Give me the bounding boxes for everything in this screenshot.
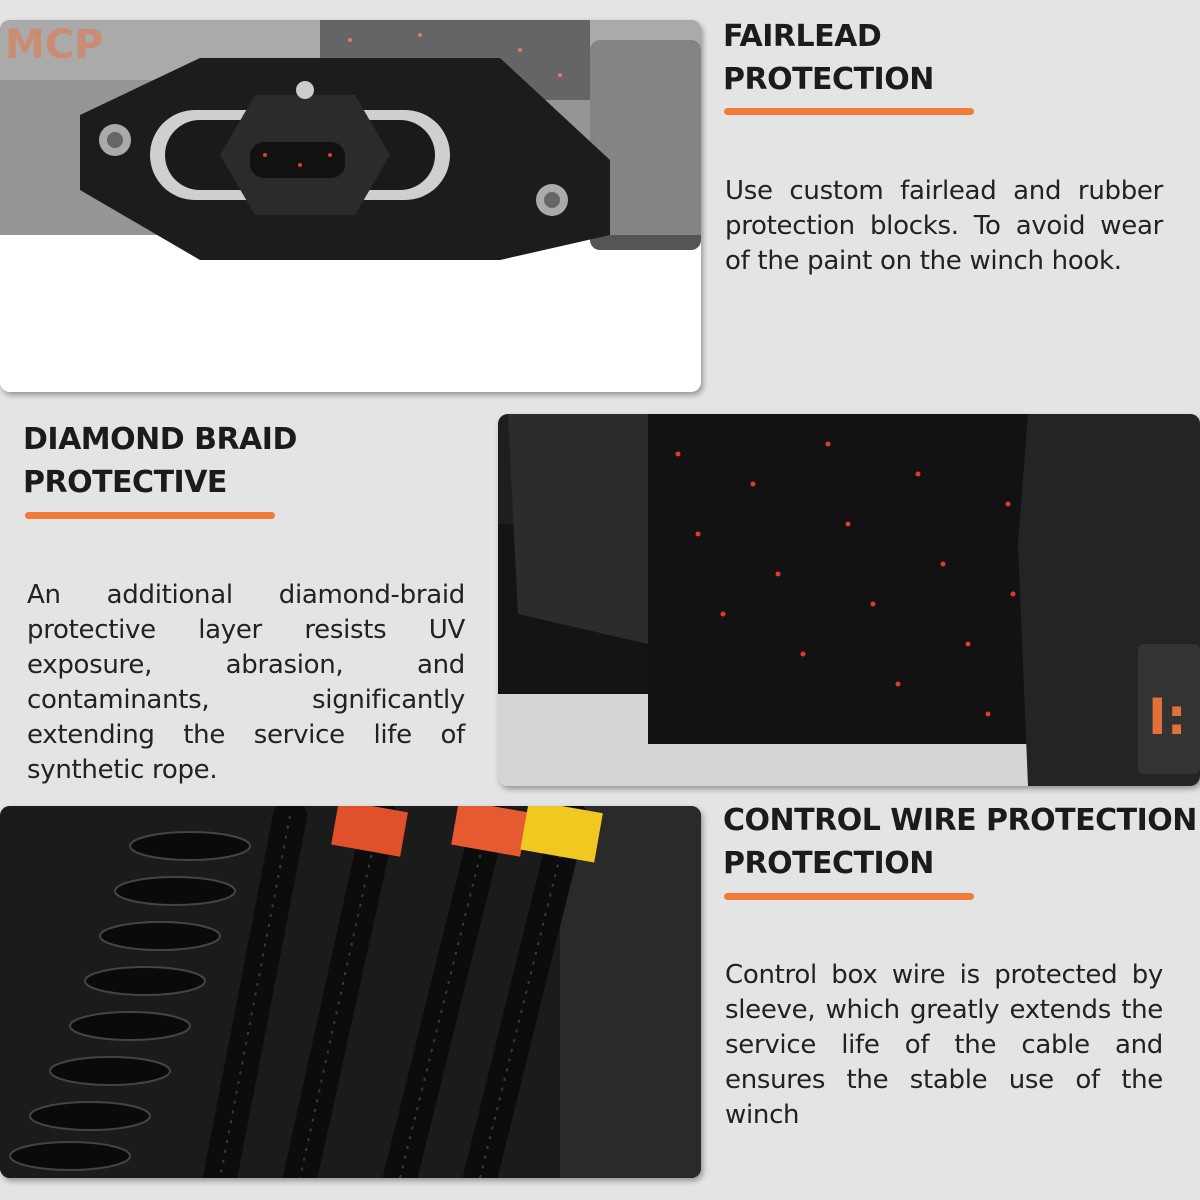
control-wire-photo bbox=[0, 806, 701, 1178]
svg-text:MCP: MCP bbox=[5, 22, 103, 68]
title-line: PROTECTION bbox=[723, 846, 934, 881]
rope-drum-photo: I: bbox=[498, 414, 1200, 786]
section-title: DIAMOND BRAID PROTECTIVE bbox=[23, 418, 297, 504]
accent-underline bbox=[25, 512, 275, 519]
title-line: FAIRLEAD bbox=[723, 19, 882, 54]
svg-text:I:: I: bbox=[1148, 688, 1187, 746]
accent-underline bbox=[724, 108, 974, 115]
accent-underline bbox=[724, 893, 974, 900]
title-line: PROTECTION bbox=[723, 62, 934, 97]
section-description: An additional diamond-braid protective l… bbox=[27, 580, 465, 785]
title-line: DIAMOND BRAID bbox=[23, 422, 297, 457]
section-description: Control box wire is protected by sleeve,… bbox=[725, 960, 1163, 1130]
section-description: Use custom fairlead and rubber protectio… bbox=[725, 176, 1163, 276]
section-title: FAIRLEAD PROTECTION bbox=[723, 15, 934, 101]
title-line: PROTECTIVE bbox=[23, 465, 227, 500]
fairlead-photo: MCP bbox=[0, 20, 701, 392]
section-title: CONTROL WIRE PROTECTION PROTECTION bbox=[723, 799, 1197, 885]
title-line: CONTROL WIRE PROTECTION bbox=[723, 803, 1197, 838]
